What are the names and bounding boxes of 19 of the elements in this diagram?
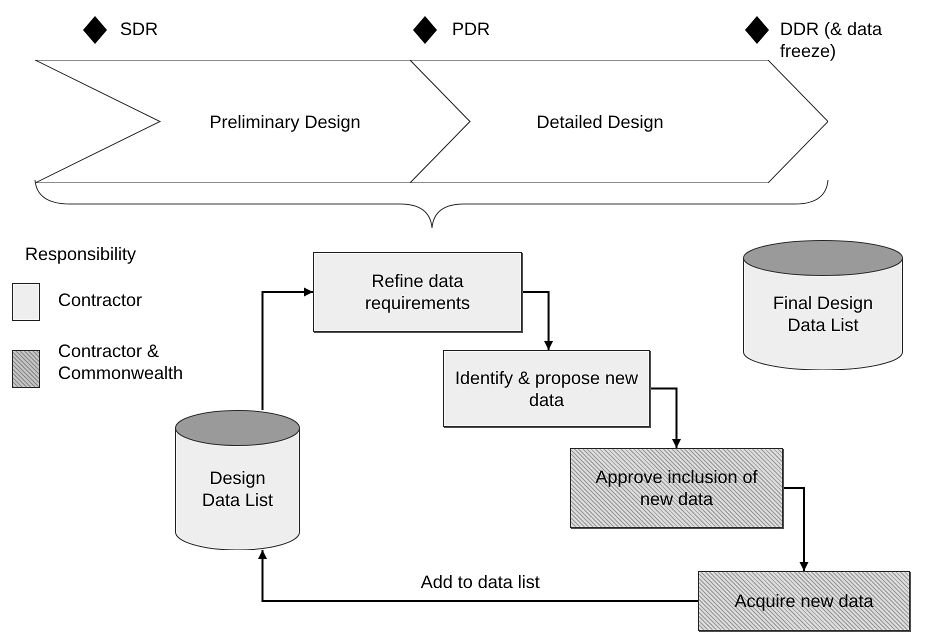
arrow (650, 388, 681, 448)
milestone-label: DDR (& data freeze) (780, 19, 882, 61)
legend-title: Responsibility (25, 244, 136, 264)
legend-label: Contractor (58, 290, 142, 310)
cylinder-label: Final Design Data List (772, 292, 874, 337)
arrow (522, 291, 554, 350)
legend-label: Contractor & Commonwealth (58, 341, 184, 383)
process-box: Refine data requirements (313, 252, 522, 332)
arrow (258, 550, 698, 602)
milestone-label: PDR (452, 19, 490, 39)
phase-label: Preliminary Design (208, 110, 362, 132)
process-box: Identify & propose new data (443, 350, 650, 427)
arrow (262, 288, 313, 410)
arrow (783, 487, 808, 571)
process-box: Approve inclusion of new data (570, 448, 783, 528)
process-box: Acquire new data (698, 571, 910, 631)
cylinder-label: Design Data List (200, 467, 274, 512)
phase-label: Detailed Design (535, 110, 665, 132)
milestone-label: SDR (120, 19, 158, 39)
